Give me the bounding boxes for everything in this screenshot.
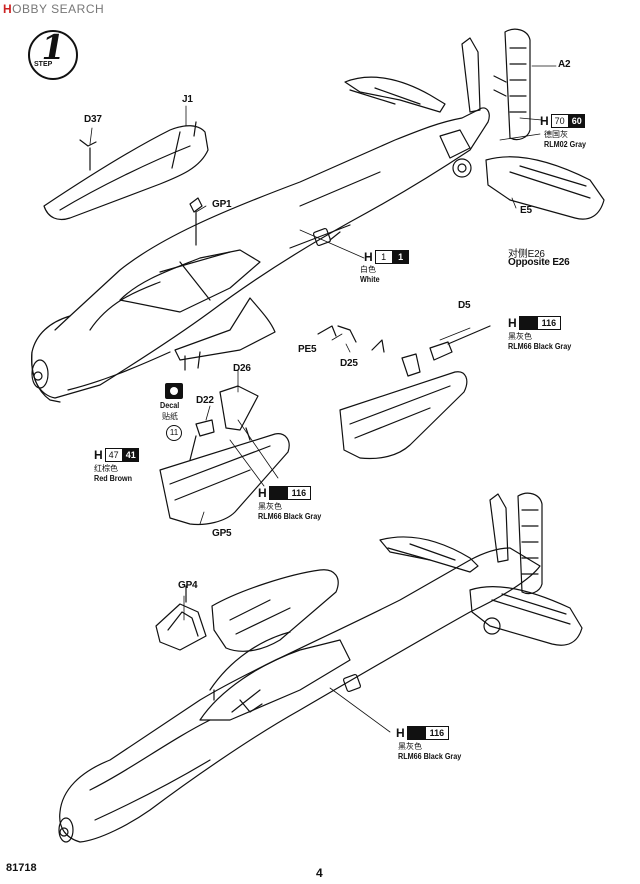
decal-label-en: Decal [160, 401, 180, 410]
paint-callout-rlm02: H 70 60 [540, 114, 585, 128]
paint-name-cn-white: 白色 [360, 265, 376, 274]
cockpit-side-right-drawing [317, 325, 491, 460]
paint-name-cn-rlm66-2: 黑灰色 [258, 502, 282, 511]
paint-name-en-rlm66-3: RLM66 Black Gray [398, 752, 462, 761]
part-label-gp5: GP5 [212, 528, 232, 539]
step-word: STEP [34, 61, 53, 68]
part-label-j1: J1 [182, 94, 193, 105]
paint-name-en-rlm66-2: RLM66 Black Gray [258, 512, 322, 521]
watermark-brand-mark: H [3, 2, 13, 16]
part-label-e5: E5 [520, 205, 532, 216]
part-label-a2: A2 [558, 59, 571, 70]
paint-callout-rlm66-2: H 116 [258, 486, 312, 500]
part-label-d5: D5 [458, 300, 471, 311]
paint-name-cn-rlm66-3: 黑灰色 [398, 742, 422, 751]
paint-code-2: 41 [122, 448, 139, 462]
bottom-aircraft-drawing [58, 492, 583, 843]
paint-callout-white: H 1 1 [364, 250, 409, 264]
paint-code-2: 1 [392, 250, 409, 264]
paint-code-1: 116 [287, 487, 311, 499]
paint-callout-rlm66-1: H 116 [508, 316, 562, 330]
paint-code-prefix: H [540, 114, 549, 128]
paint-code-2: 60 [568, 114, 585, 128]
part-label-d25: D25 [340, 358, 358, 369]
part-label-d22: D22 [196, 395, 214, 406]
paint-name-cn-rlm02: 德国灰 [544, 130, 568, 139]
paint-name-en-rlm02: RLM02 Gray [544, 140, 587, 149]
kit-code: 81718 [6, 862, 37, 874]
step-badge: 1 STEP [28, 28, 78, 80]
paint-swatch: 116 [406, 726, 450, 740]
paint-code-1: 47 [104, 448, 123, 462]
paint-code-prefix: H [258, 486, 267, 500]
part-label-d37: D37 [84, 114, 102, 125]
cockpit-side-left-drawing [159, 385, 290, 526]
paint-code-prefix: H [396, 726, 405, 740]
paint-code-1: 116 [425, 727, 449, 739]
paint-code-prefix: H [94, 448, 103, 462]
paint-name-cn-redbrown: 红棕色 [94, 464, 118, 473]
part-label-gp4: GP4 [178, 580, 198, 591]
paint-name-en-redbrown: Red Brown [94, 474, 133, 483]
watermark-text: OBBY SEARCH [12, 2, 105, 16]
top-aircraft-drawing [31, 28, 605, 403]
decal-label-cn: 贴纸 [162, 412, 178, 421]
paint-code-1: 116 [537, 317, 561, 329]
part-label-e26-en: Opposite E26 [508, 257, 570, 268]
paint-swatch: 116 [268, 486, 312, 500]
part-label-pe5: PE5 [298, 344, 317, 355]
paint-code-1: 1 [374, 250, 393, 264]
paint-name-cn-rlm66-1: 黑灰色 [508, 332, 532, 341]
part-label-gp1: GP1 [212, 199, 232, 210]
paint-code-prefix: H [508, 316, 517, 330]
paint-callout-rlm66-3: H 116 [396, 726, 450, 740]
paint-code-1: 70 [550, 114, 569, 128]
watermark: HOBBY SEARCH [3, 2, 104, 16]
leader-lines [89, 65, 557, 733]
paint-name-en-rlm66-1: RLM66 Black Gray [508, 342, 572, 351]
paint-callout-redbrown: H 47 41 [94, 448, 139, 462]
paint-code-prefix: H [364, 250, 373, 264]
decal-number: 11 [166, 425, 182, 441]
decal-icon [165, 383, 183, 399]
page-number: 4 [316, 866, 323, 880]
part-label-e26-cn: 对侧E26 [508, 249, 545, 260]
part-label-d26: D26 [233, 363, 251, 374]
paint-name-en-white: White [360, 275, 380, 284]
paint-swatch: 116 [518, 316, 562, 330]
